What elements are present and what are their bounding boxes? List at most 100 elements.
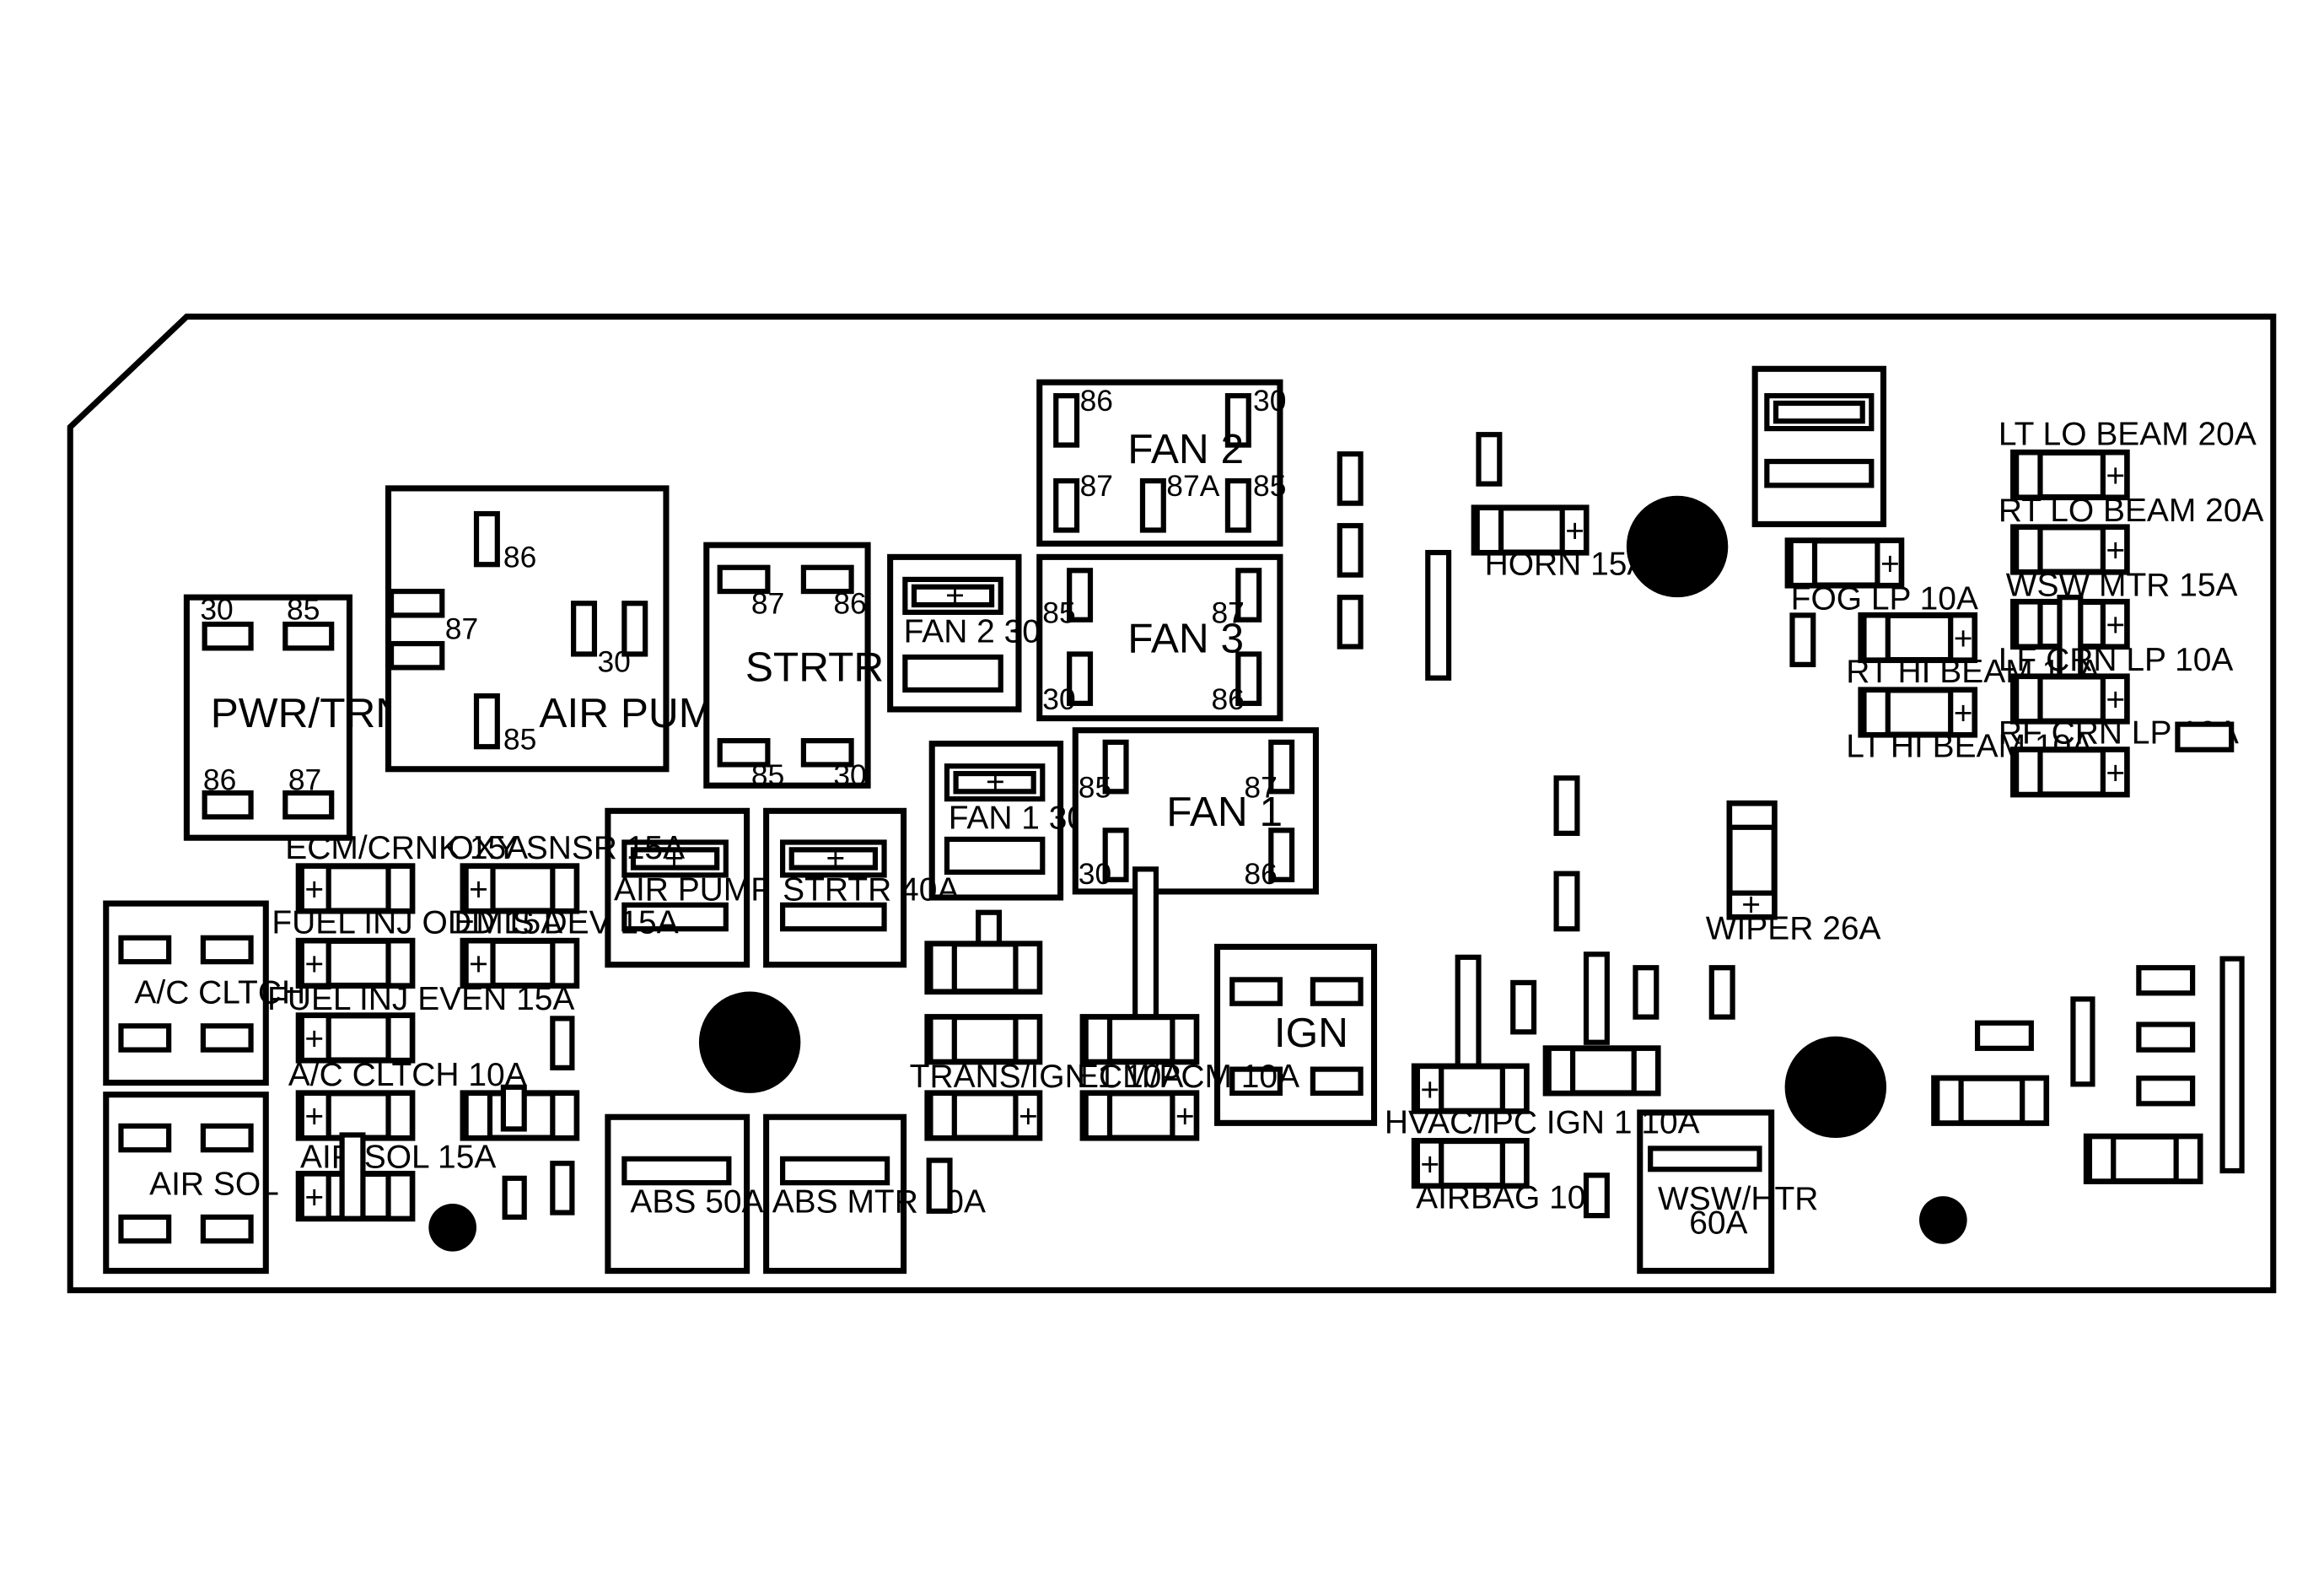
maxi-fuse-strtr-40a: + STRTR 40A: [763, 807, 959, 968]
pin-label: 30: [597, 645, 630, 679]
maxi-fuse-wsw-htr-60a: WSW/HTR 60A: [1637, 1109, 1818, 1275]
terminals-upper-middle: + HORN 15A: [1337, 432, 1649, 932]
pin-label: 87: [1080, 469, 1113, 503]
relay-fan3: 85 87 30 86 FAN 3: [1036, 553, 1283, 722]
pin-label: 87: [288, 763, 321, 797]
mounting-hole: [1784, 1036, 1887, 1139]
maxi-fuse-fan2-30a: + FAN 2 30A: [887, 553, 1062, 713]
pin-label: 85: [751, 758, 784, 792]
fuse-label: OXY SNSR 15A: [448, 830, 685, 866]
terminals-lower-right: [1931, 956, 2245, 1184]
mini-fuse-wiper: + WIPER 26A: [1706, 800, 1881, 947]
pin-label: 86: [503, 541, 536, 574]
pin-label: 85: [1042, 596, 1075, 629]
pin-label: 30: [200, 593, 233, 627]
plus-symbol: +: [1565, 514, 1584, 550]
plus-symbol: +: [2106, 607, 2125, 644]
relay-strtr: 87 86 85 30 STRTR: [703, 542, 884, 792]
pin-label: 86: [1080, 384, 1113, 418]
pin-label: 86: [1211, 682, 1244, 716]
fuse-label: WIPER 26A: [1706, 911, 1881, 947]
plus-symbol: +: [1175, 1099, 1195, 1135]
fuse-label: STRTR 40A: [783, 872, 959, 908]
plus-symbol: +: [826, 840, 845, 876]
fuse-label: LF CRN LP 10A: [1999, 642, 2234, 678]
pin-label: 85: [287, 593, 320, 627]
fuse-label: ABS MTR 60A: [772, 1184, 986, 1221]
maxi-fuse-air-pump-50a: + AIR PUMP 50A: [605, 807, 840, 968]
plus-symbol: +: [1954, 621, 1973, 657]
pin-label: 86: [203, 763, 236, 797]
plus-symbol: +: [304, 1099, 324, 1135]
fuse-label: AIRBAG 10A: [1416, 1179, 1607, 1216]
fuse-label: ECM/PCM 10A: [1077, 1059, 1299, 1095]
relay-label: FAN 3: [1127, 615, 1244, 662]
relay-ign: IGN: [1213, 943, 1378, 1126]
mini-fuses-center: TRANS/IGN 1 10A + ECM/PCM 10A +: [910, 866, 1299, 1214]
plus-symbol: +: [2106, 682, 2125, 719]
fuse-label: HORN 15A: [1485, 547, 1649, 583]
fuse-label: RT LO BEAM 20A: [1999, 493, 2264, 529]
relay-label: PWR/TRN: [211, 689, 406, 736]
maxi-fuse-abs-50a: ABS 50A: [605, 1113, 764, 1275]
plus-symbol: +: [1420, 1072, 1439, 1108]
terminals-lower-middle: + HVAC/IPC IGN 1 10A + AIRBAG 10A: [1385, 951, 1735, 1219]
pin-label: 87: [1211, 596, 1244, 629]
plus-symbol: +: [1954, 696, 1973, 732]
fuse-label: EMIS DEV 15A: [454, 905, 678, 941]
plus-symbol: +: [304, 1021, 324, 1058]
plus-symbol: +: [1420, 1146, 1439, 1183]
relay-ac-cltch: A/C CLTCH: [103, 900, 305, 1086]
pin-label: 85: [503, 723, 536, 757]
maxi-fuse-abs-mtr-60a: ABS MTR 60A: [763, 1113, 986, 1275]
relay-fan1: 85 87 30 86 FAN 1: [1072, 727, 1319, 895]
mini-fuses-right: + FOG LP 10A + RT HI BEAM 10A + LT HI BE…: [1784, 417, 2264, 798]
fuse-label: LT LO BEAM 20A: [1999, 417, 2257, 453]
plus-symbol: +: [304, 946, 324, 983]
plus-symbol: +: [664, 840, 684, 876]
pin-label: 86: [833, 587, 866, 621]
relay-pwr-trn: 30 85 86 87 PWR/TRN: [183, 593, 406, 841]
relay-air-sol: AIR SOL: [103, 1092, 279, 1275]
pin-label: 30: [1079, 857, 1111, 891]
pin-label: 30: [1253, 384, 1286, 418]
relay-label: STRTR: [745, 643, 884, 690]
plus-symbol: +: [1741, 887, 1761, 923]
fuse-label: 60A: [1689, 1205, 1747, 1241]
relay-label: FAN 1: [1166, 788, 1283, 835]
pin-label: 86: [1244, 857, 1277, 891]
relay-label: FAN 2: [1127, 425, 1244, 472]
relay-label: AIR SOL: [149, 1166, 279, 1202]
mounting-hole: [428, 1203, 477, 1252]
pin-label: 30: [833, 758, 866, 792]
pin-label: 85: [1253, 469, 1286, 503]
fuse-label: WSW MTR 15A: [2006, 567, 2238, 603]
pin-label: 85: [1079, 770, 1111, 804]
maxi-fuse-block-top-right: [1751, 365, 1887, 527]
fuse-label: HVAC/IPC IGN 1 10A: [1385, 1105, 1700, 1141]
mounting-hole: [1919, 1196, 1967, 1244]
plus-symbol: +: [1880, 547, 1900, 583]
relay-label: A/C CLTCH: [134, 975, 305, 1011]
plus-symbol: +: [1019, 1099, 1038, 1135]
pin-label: 87: [445, 612, 478, 646]
relay-fan2: 86 30 87 87A 85 FAN 2: [1036, 379, 1286, 547]
plus-symbol: +: [304, 872, 324, 908]
fuse-label: A/C CLTCH 10A: [288, 1057, 527, 1093]
relay-label: IGN: [1274, 1009, 1348, 1056]
plus-symbol: +: [2106, 533, 2125, 569]
plus-symbol: +: [469, 872, 488, 908]
plus-symbol: +: [986, 764, 1005, 800]
mounting-holes: [428, 495, 1967, 1252]
fuse-label: FOG LP 10A: [1791, 580, 1978, 617]
plus-symbol: +: [2106, 458, 2125, 494]
fuse-label: ABS 50A: [630, 1184, 763, 1221]
pin-label: 87: [1244, 770, 1277, 804]
mounting-hole: [1626, 495, 1729, 598]
plus-symbol: +: [304, 1179, 324, 1216]
mounting-hole: [698, 991, 801, 1093]
maxi-fuse-fan1-30a: + FAN 1 30A: [928, 741, 1107, 901]
fuse-label: WSW/HTR: [1658, 1181, 1818, 1217]
pin-label: 30: [1042, 682, 1075, 716]
